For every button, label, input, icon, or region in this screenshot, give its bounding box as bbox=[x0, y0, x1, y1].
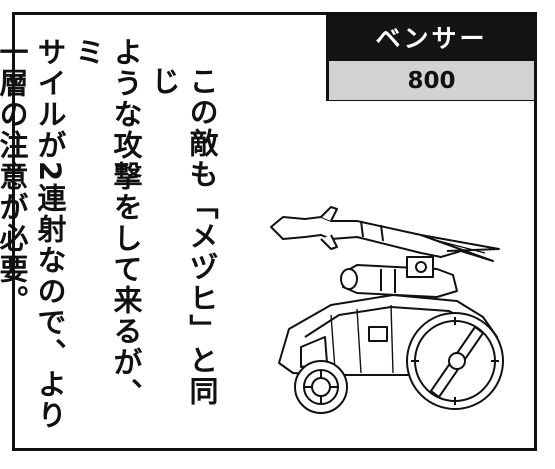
enemy-info-card: ベンサー 800 この敵も「メヅヒ」と同じ ような攻撃をして来るが、ミ サイルが… bbox=[0, 12, 537, 451]
enemy-description: この敵も「メヅヒ」と同じ ような攻撃をして来るが、ミ サイルが2連射なので、より… bbox=[0, 37, 221, 432]
rear-wheel-icon bbox=[406, 312, 504, 410]
launcher-icon bbox=[340, 256, 458, 298]
enemy-score: 800 bbox=[329, 59, 534, 100]
enemy-name: ベンサー bbox=[329, 15, 534, 59]
armored-missile-vehicle-icon bbox=[270, 206, 504, 414]
description-line: 一層の注意が必要。 bbox=[0, 37, 29, 316]
front-wheel-icon bbox=[294, 360, 348, 414]
enemy-badge: ベンサー 800 bbox=[326, 15, 534, 101]
description-line: サイルが2連射なので、より bbox=[33, 37, 67, 432]
description-line: ような攻撃をして来るが、ミ bbox=[71, 37, 143, 409]
description-line: この敵も「メヅヒ」と同じ bbox=[147, 66, 219, 407]
missile-icon bbox=[270, 206, 500, 262]
